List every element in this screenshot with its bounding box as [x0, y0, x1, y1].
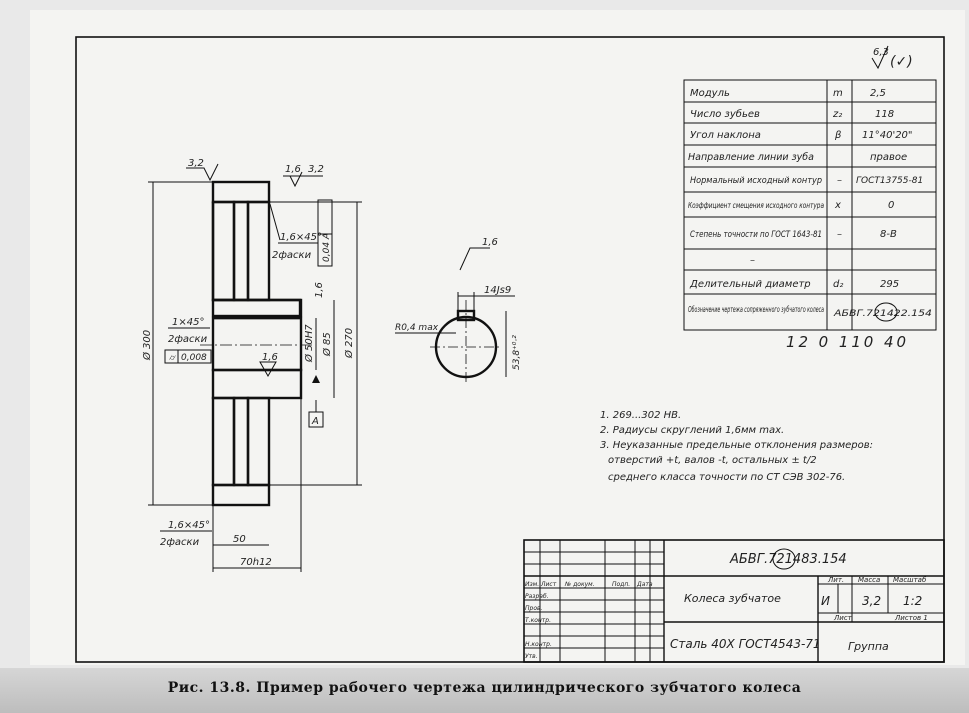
- dim-d270: Ø 270: [343, 328, 355, 359]
- param-value: 295: [880, 279, 899, 290]
- dim-d85: Ø 85: [321, 332, 333, 357]
- keyway-width: 14Js9: [484, 285, 511, 296]
- tb-row-label: Лист: [540, 581, 557, 588]
- cylindricity-tolerance: 0,008: [181, 353, 207, 363]
- roughness-label: 1,6: [285, 164, 301, 175]
- chamfer-label: 1,6×45°: [168, 520, 210, 531]
- drawing-sheet: [30, 10, 965, 665]
- param-symbol: β: [834, 130, 842, 141]
- figure-caption-bar: Рис. 13.8. Пример рабочего чертежа цилин…: [0, 668, 969, 713]
- chamfer-label: 2фаски: [168, 334, 208, 345]
- tb-row-label: Изм.: [525, 581, 539, 588]
- roughness-label: 1,6: [482, 237, 498, 248]
- dim-d300: Ø 300: [141, 330, 153, 361]
- chamfer-label: 1,6×45°: [280, 232, 322, 243]
- param-name: Коэффициент смещения исходного контура: [688, 201, 824, 210]
- tb-lit: И: [821, 594, 830, 608]
- chamfer-label: 2фаски: [272, 250, 312, 261]
- keyway-section-view: 14Js9 1,6 53,8⁺⁰·² R0,4 max: [395, 237, 522, 385]
- param-symbol: m: [833, 88, 843, 99]
- param-name: Обозначение чертежа сопряженного зубчато…: [688, 305, 824, 314]
- title-block: Изм. Лист № докум. Подп. Дата Разраб. Пр…: [523, 539, 945, 663]
- tb-material: Сталь 40Х ГОСТ4543-71: [670, 637, 821, 651]
- dim-w50: 50: [233, 534, 246, 545]
- param-name: Угол наклона: [690, 130, 761, 141]
- param-symbol: –: [837, 175, 842, 186]
- tb-mass: 3,2: [862, 594, 881, 608]
- param-value: АБВГ.721422.154: [833, 309, 933, 319]
- drawing-frame: [75, 36, 945, 663]
- param-symbol: z₂: [832, 109, 842, 120]
- runout-tolerance: 0,04 A: [322, 233, 332, 262]
- param-name: Нормальный исходный контур: [690, 176, 822, 186]
- tb-row-label: Н.контр.: [525, 641, 552, 648]
- note-line: среднего класса точности по СТ СЭВ 302-7…: [608, 472, 845, 483]
- gear-section-view: Ø 300 Ø 270 Ø 85 Ø 50H7 50 70h12 3,2 1,6…: [141, 158, 362, 572]
- note-line: 3. Неуказанные предельные отклонения раз…: [600, 440, 873, 451]
- param-value: 118: [875, 109, 894, 120]
- param-value: 0: [888, 200, 894, 211]
- keyway-radius: R0,4 max: [395, 323, 439, 333]
- param-name: Число зубьев: [690, 108, 760, 120]
- tb-row-label: № докум.: [564, 581, 595, 588]
- chamfer-label: 2фаски: [160, 537, 200, 548]
- tb-sheet-label: Лист: [833, 614, 853, 622]
- tb-row-label: Утв.: [525, 653, 538, 660]
- tb-part-name: Колеса зубчатое: [684, 592, 781, 605]
- param-value: 2,5: [870, 88, 886, 99]
- param-symbol: d₂: [833, 279, 843, 290]
- param-symbol: –: [837, 229, 842, 240]
- note-line: отверстий +t, валов -t, остальных ± t/2: [608, 455, 817, 466]
- handwritten-note: 12 0 110 40: [786, 333, 906, 351]
- param-value: ГОСТ13755-81: [856, 176, 923, 186]
- tb-row-label: Разраб.: [525, 593, 549, 600]
- general-roughness-value: 6,3: [873, 47, 889, 58]
- tb-mass-label: Масса: [858, 576, 880, 584]
- tb-scale: 1:2: [903, 594, 922, 608]
- param-name: Делительный диаметр: [689, 279, 811, 290]
- param-name: Модуль: [690, 88, 730, 99]
- param-value: 8-В: [880, 229, 897, 240]
- param-value: 11°40'20": [862, 130, 913, 141]
- roughness-label: 3,2: [188, 158, 204, 169]
- param-name: –: [750, 255, 755, 266]
- note-line: 1. 269...302 HB.: [600, 410, 681, 421]
- chamfer-label: 1×45°: [172, 317, 204, 328]
- technical-notes: 1. 269...302 HB. 2. Радиусы скруглений 1…: [600, 410, 873, 483]
- keyway-depth: 53,8⁺⁰·²: [512, 335, 522, 370]
- general-roughness-mark: 6,3 (✓): [871, 45, 913, 70]
- tb-scale-label: Масштаб: [893, 576, 927, 584]
- param-name: Направление линии зуба: [688, 152, 814, 163]
- param-name: Степень точности по ГОСТ 1643-81: [690, 230, 822, 240]
- dim-d50h7: Ø 50H7: [303, 324, 315, 363]
- note-line: 2. Радиусы скруглений 1,6мм max.: [600, 425, 784, 436]
- roughness-label: 3,2: [308, 164, 324, 175]
- figure-caption: Рис. 13.8. Пример рабочего чертежа цилин…: [167, 680, 802, 696]
- param-value: правое: [870, 152, 907, 163]
- dim-w70h12: 70h12: [240, 557, 272, 568]
- roughness-label: 1,6: [314, 282, 325, 298]
- general-roughness-extra: (✓): [890, 54, 913, 70]
- roughness-label: 1,6: [262, 352, 278, 363]
- tb-group: Группа: [848, 640, 889, 653]
- tb-lit-label: Лит.: [827, 576, 844, 584]
- datum-label: A: [311, 416, 319, 427]
- param-symbol: x: [834, 200, 841, 211]
- tb-row-label: Подп.: [612, 581, 630, 588]
- svg-text:⌭: ⌭: [169, 353, 176, 362]
- tb-row-label: Т.контр.: [525, 617, 551, 624]
- tb-row-label: Дата: [636, 581, 653, 588]
- tb-designation: АБВГ.721483.154: [729, 552, 847, 567]
- tb-sheets-label: Листов 1: [894, 614, 928, 622]
- params-table: Модуль m 2,5 Число зубьев z₂ 118 Угол на…: [683, 79, 937, 331]
- tb-row-label: Пров.: [525, 605, 543, 612]
